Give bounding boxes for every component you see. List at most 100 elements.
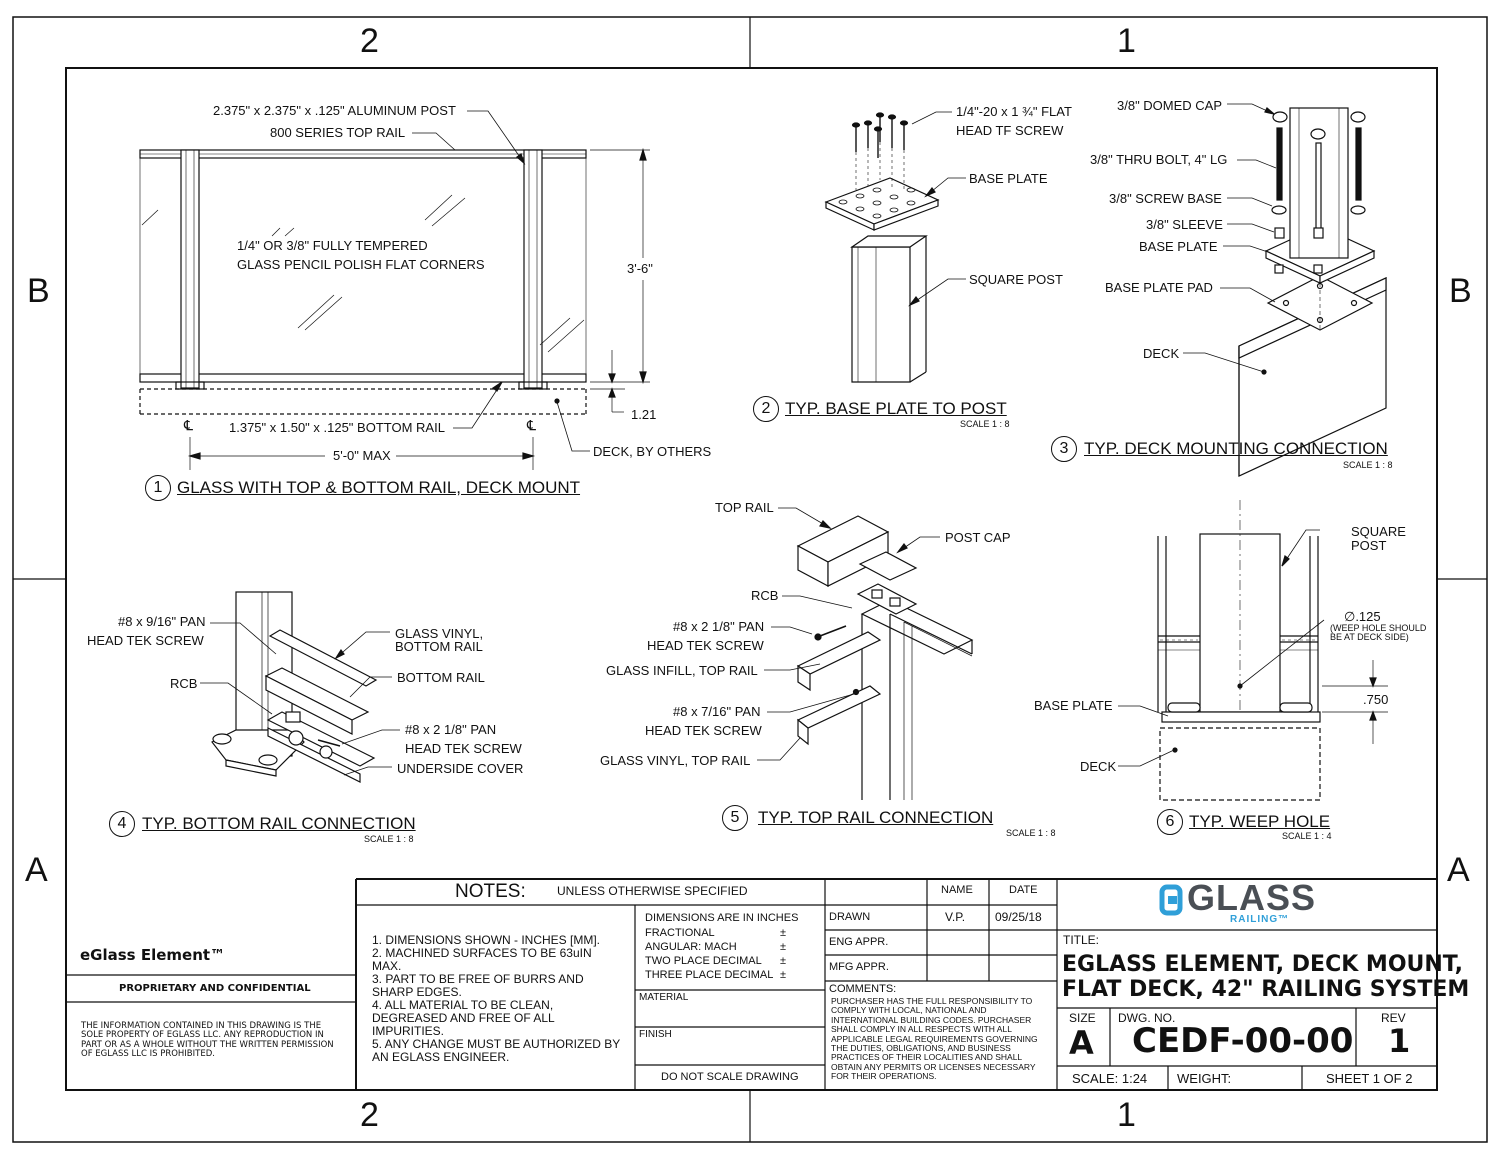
view6-scale: SCALE 1 : 4	[1282, 831, 1332, 841]
view3-title: TYP. DECK MOUNTING CONNECTION	[1084, 439, 1388, 458]
view5-screw1-label-1: #8 x 2 1/8" PAN	[673, 619, 765, 634]
view6-post-label-1: SQUARE	[1351, 524, 1406, 539]
view6-drawing	[1118, 500, 1388, 801]
mfg-appr-label: MFG APPR.	[829, 961, 889, 973]
zone-left-lower: A	[25, 851, 48, 889]
view5-infill-label: GLASS INFILL, TOP RAIL	[606, 663, 758, 678]
logo-subtext: RAILING™	[1230, 914, 1290, 925]
view4-drawing	[200, 591, 400, 783]
view6-hole-note-2: BE AT DECK SIDE)	[1330, 632, 1409, 642]
note-3: 3. PART TO BE FREE OF BURRS AND SHARP ED…	[372, 972, 584, 999]
view1-drawing	[139, 110, 650, 470]
view2-base-plate-label: BASE PLATE	[969, 171, 1048, 186]
view5-title: TYP. TOP RAIL CONNECTION	[758, 808, 994, 827]
view1-title: GLASS WITH TOP & BOTTOM RAIL, DECK MOUNT	[177, 478, 581, 497]
scale-label: SCALE: 1:24	[1072, 1071, 1148, 1086]
drawn-date: 09/25/18	[995, 910, 1042, 924]
note-4: 4. ALL MATERIAL TO BE CLEAN, DEGREASED A…	[372, 998, 555, 1038]
view3-sleeve-label: 3/8" SLEEVE	[1146, 217, 1223, 232]
view4-rcb-label: RCB	[170, 676, 198, 691]
notes-title: NOTES:	[455, 881, 526, 902]
view4-screw2-label-1: #8 x 2 1/8" PAN	[405, 722, 497, 737]
view5-screw2-label-2: HEAD TEK SCREW	[645, 723, 762, 738]
view3-number: 3	[1051, 436, 1077, 462]
size-value: A	[1069, 1024, 1094, 1062]
view2-scale: SCALE 1 : 8	[960, 419, 1010, 429]
view2-drawing	[824, 111, 966, 383]
product-name: eGlass Element™	[80, 946, 226, 964]
zone-top-right: 1	[1117, 22, 1136, 60]
view5-post-cap-label: POST CAP	[945, 530, 1011, 545]
dims-header: DIMENSIONS ARE IN INCHES	[645, 912, 799, 924]
view4-vinyl-label-1: GLASS VINYL,	[395, 626, 484, 641]
zone-bottom-left: 2	[360, 1096, 379, 1134]
view1-span-dim: 5'-0" MAX	[333, 448, 391, 463]
view5-number: 5	[722, 805, 748, 831]
view4-number: 4	[109, 811, 135, 837]
view4-bottom-rail-label: BOTTOM RAIL	[397, 670, 485, 685]
view4-screw1-label-1: #8 x 9/16" PAN	[118, 614, 206, 629]
drawn-name: V.P.	[945, 910, 966, 924]
view4-scale: SCALE 1 : 8	[364, 834, 414, 844]
view6-post-label-2: POST	[1351, 538, 1387, 553]
drawing-title-line2: FLAT DECK, 42" RAILING SYSTEM	[1062, 977, 1470, 1002]
view1-centerline-left: ℄	[184, 417, 193, 433]
note-5: 5. ANY CHANGE MUST BE AUTHORIZED BY AN E…	[372, 1037, 621, 1064]
note-1: 1. DIMENSIONS SHOWN - INCHES [MM].	[372, 933, 601, 947]
view1-height-dim: 3'-6"	[627, 261, 653, 276]
notes-list: 1. DIMENSIONS SHOWN - INCHES [MM]. 2. MA…	[372, 934, 624, 1064]
view2-screw-label-1: 1/4"-20 x 1 ¾" FLAT	[956, 104, 1072, 119]
tol-fractional-sym: ±	[780, 927, 787, 939]
comments-text: PURCHASER HAS THE FULL RESPONSIBILITY TO…	[831, 996, 1038, 1082]
view1-centerline-right: ℄	[527, 417, 536, 433]
view6-dim: .750	[1363, 692, 1389, 707]
view6-title: TYP. WEEP HOLE	[1189, 812, 1331, 831]
logo-mark	[1159, 884, 1183, 916]
weight-label: WEIGHT:	[1177, 1071, 1232, 1086]
view5-drawing	[757, 507, 974, 800]
view5-screw1-label-2: HEAD TEK SCREW	[647, 638, 764, 653]
view4-vinyl-label-2: BOTTOM RAIL	[395, 639, 483, 654]
view4-screw1-label-2: HEAD TEK SCREW	[87, 633, 204, 648]
view2-screw-label-2: HEAD TF SCREW	[956, 123, 1064, 138]
name-header: NAME	[941, 884, 973, 896]
view2-square-post-label: SQUARE POST	[969, 272, 1063, 287]
view3-thru-bolt-label: 3/8" THRU BOLT, 4" LG	[1090, 152, 1228, 167]
date-header: DATE	[1009, 884, 1038, 896]
view1-gap-dim: 1.21	[631, 407, 657, 422]
zone-right-upper: B	[1449, 272, 1472, 310]
view5-vinyl-label: GLASS VINYL, TOP RAIL	[600, 753, 751, 768]
zone-bottom-right: 1	[1117, 1096, 1136, 1134]
confidential-text: THE INFORMATION CONTAINED IN THIS DRAWIN…	[81, 1021, 334, 1060]
view2-number: 2	[753, 396, 779, 422]
view6-hole-label: ∅.125	[1344, 609, 1381, 624]
view5-screw2-label-1: #8 x 7/16" PAN	[673, 704, 761, 719]
logo-text: GLASS	[1187, 877, 1317, 918]
notes-subtitle: UNLESS OTHERWISE SPECIFIED	[557, 884, 748, 898]
comments-label: COMMENTS:	[829, 983, 897, 995]
view6-hole-note-1: (WEEP HOLE SHOULD	[1330, 623, 1427, 633]
tol-angular-sym: ±	[780, 941, 787, 953]
do-not-scale-label: DO NOT SCALE DRAWING	[661, 1071, 799, 1083]
view1-post-label: 2.375" x 2.375" x .125" ALUMINUM POST	[213, 103, 456, 118]
size-label: SIZE	[1069, 1011, 1096, 1025]
view3-base-plate-label: BASE PLATE	[1139, 239, 1218, 254]
view3-domed-cap-label: 3/8" DOMED CAP	[1117, 98, 1223, 113]
dwg-number: CEDF-00-00	[1132, 1021, 1354, 1061]
view4-cover-label: UNDERSIDE COVER	[397, 761, 524, 776]
proprietary-label: PROPRIETARY AND CONFIDENTIAL	[119, 983, 311, 994]
view1-top-rail-label: 800 SERIES TOP RAIL	[270, 125, 406, 140]
title-label: TITLE:	[1063, 933, 1100, 947]
tol-two-place: TWO PLACE DECIMAL	[645, 955, 762, 967]
material-label: MATERIAL	[639, 992, 689, 1003]
view3-screw-base-label: 3/8" SCREW BASE	[1109, 191, 1222, 206]
view3-scale: SCALE 1 : 8	[1343, 460, 1393, 470]
view1-glass-label-1: 1/4" OR 3/8" FULLY TEMPERED	[237, 238, 428, 253]
tol-three-place: THREE PLACE DECIMAL	[645, 969, 774, 981]
rev-label: REV	[1381, 1011, 1406, 1025]
tol-angular: ANGULAR: MACH	[645, 941, 737, 953]
title-block-grid	[66, 878, 1437, 1090]
view3-drawing	[1183, 103, 1387, 477]
view2-title: TYP. BASE PLATE TO POST	[785, 399, 1007, 418]
